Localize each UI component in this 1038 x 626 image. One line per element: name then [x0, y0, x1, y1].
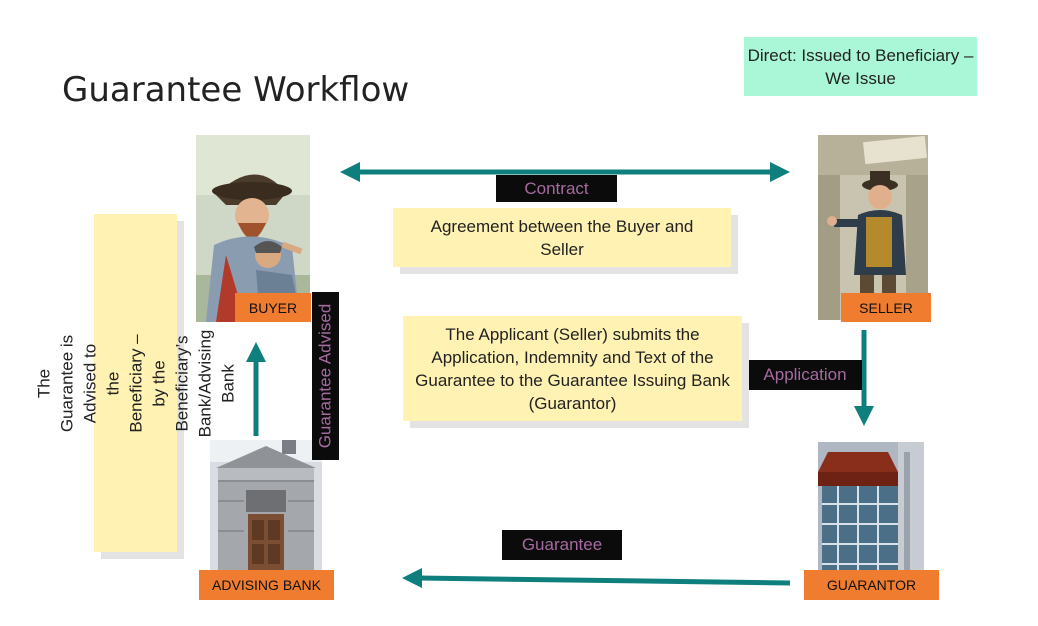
application-note: The Applicant (Seller) submits the Appli… — [403, 316, 742, 421]
application-arrowhead — [854, 406, 874, 426]
seller-tag: SELLER — [841, 293, 931, 322]
advised-note: The Guarantee is Advised to the Benefici… — [34, 214, 237, 552]
contract-arrowhead-left — [340, 162, 360, 182]
guarantee-label: Guarantee — [502, 530, 622, 560]
seller-illustration — [818, 135, 928, 320]
guarantee-advised-label: Guarantee Advised — [312, 292, 339, 460]
guarantor-illustration — [818, 442, 924, 572]
guarantee-arrowhead — [402, 568, 422, 588]
guarantee-arrow — [417, 575, 791, 586]
advising-bank-tag: ADVISING BANK — [199, 570, 334, 600]
guarantee-advised-text: Guarantee Advised — [315, 303, 335, 449]
agreement-note: Agreement between the Buyer and Seller — [393, 208, 731, 267]
advised-arrowhead — [246, 342, 266, 362]
guarantor-tag: GUARANTOR — [804, 570, 939, 600]
buyer-tag: BUYER — [235, 293, 311, 322]
advising-bank-illustration — [210, 440, 322, 570]
application-label: Application — [748, 360, 862, 390]
direct-issue-note: Direct: Issued to Beneficiary – We Issue — [744, 37, 977, 96]
contract-arrowhead-right — [770, 162, 790, 182]
contract-label: Contract — [496, 175, 617, 202]
page-title: Guarantee Workflow — [62, 70, 410, 110]
advised-note-text: The Guarantee is Advised to the Benefici… — [34, 329, 237, 437]
